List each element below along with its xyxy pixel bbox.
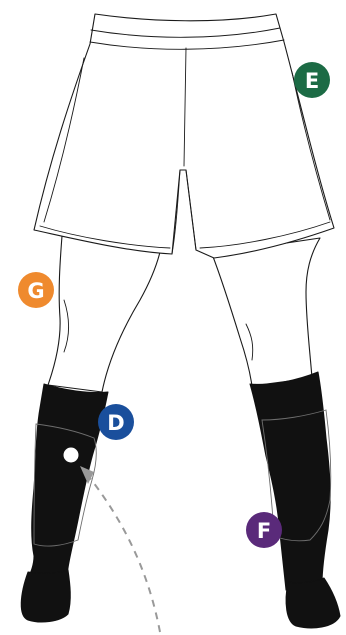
shorts — [34, 14, 334, 258]
marker-f: F — [246, 512, 282, 548]
marker-g: G — [18, 272, 54, 308]
legs — [48, 236, 320, 392]
marker-f-label: F — [257, 519, 271, 543]
left-sock — [21, 384, 108, 622]
right-sock-body — [250, 372, 330, 590]
marker-d: D — [98, 404, 134, 440]
ball-icon — [64, 448, 78, 462]
shorts-body — [34, 14, 334, 258]
right-boot — [286, 578, 340, 628]
marker-g-label: G — [27, 279, 44, 303]
right-sock — [250, 372, 340, 628]
right-leg — [212, 238, 320, 386]
left-leg — [48, 236, 160, 392]
marker-d-label: D — [107, 411, 124, 435]
left-boot — [21, 570, 70, 622]
marker-e-label: E — [305, 69, 319, 93]
dashed-trajectory — [90, 478, 160, 632]
marker-e: E — [294, 62, 330, 98]
